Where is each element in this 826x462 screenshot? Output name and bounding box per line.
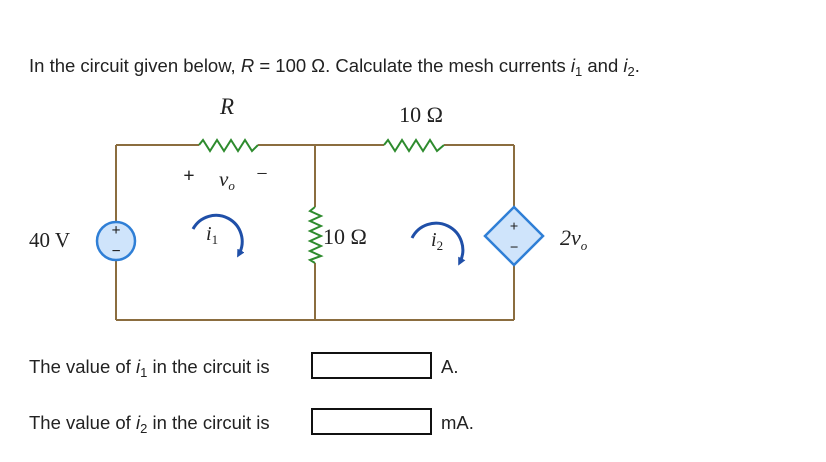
label-dep-sub: o [581,238,588,253]
answer1-var: i [135,356,141,377]
answer-input-i2[interactable] [311,408,432,435]
problem-i2-symbol: i [623,55,628,76]
resistor-10ohm-middle [307,206,324,264]
problem-value-text: = 100 Ω. Calculate the mesh currents [254,55,571,76]
label-40v: 40 V [29,228,70,252]
answer2-sub: 2 [140,421,148,436]
answer1-suffix: in the circuit is [147,356,270,377]
answer-input-i1[interactable] [311,352,432,379]
label-i2: i2 [431,229,443,253]
source-plus-sign: + [111,222,120,239]
label-dependent-2vo: 2vo [560,225,588,253]
problem-i1-symbol: i [570,55,576,76]
problem-i2-sub: 2 [627,64,635,79]
answer1-unit: A. [441,356,459,377]
label-vo-plus: + [183,165,194,187]
label-10ohm-top: 10 Ω [399,102,443,127]
answer2-prefix: The value of [29,412,136,433]
label-i1-main: i [206,223,212,245]
label-vo-main: v [219,167,229,191]
problem-i1-sub: 1 [575,64,583,79]
dep-plus-sign: + [510,219,519,235]
answer1-prefix: The value of [29,356,136,377]
label-vo-sub: o [228,178,235,193]
label-10ohm-mid: 10 Ω [323,224,367,249]
problem-period: . [634,55,640,76]
label-dep-main: 2v [560,225,581,250]
label-i2-main: i [431,229,437,251]
mesh-arrow-i1 [191,213,245,258]
answer2-unit: mA. [441,412,474,433]
resistor-r [198,138,259,153]
source-minus-sign: − [111,243,120,260]
voltage-source-40v [95,220,137,262]
resistor-10ohm-top [383,138,445,153]
label-vo-minus: − [256,163,267,185]
dependent-voltage-source [483,205,545,267]
label-i2-sub: 2 [437,238,444,253]
answer1-sub: 1 [140,365,148,380]
label-vo: vo [219,167,235,193]
circuit-wires [115,144,515,321]
label-i1: i1 [206,223,218,247]
problem-statement: In the circuit given below, R = 100 Ω. C… [29,55,640,79]
label-r: R [219,94,234,119]
problem-r-symbol: R [240,55,255,76]
dep-minus-sign: − [510,240,519,256]
problem-prefix: In the circuit given below, [29,55,241,76]
answer2-suffix: in the circuit is [147,412,270,433]
answer2-var: i [135,412,141,433]
label-i1-sub: 1 [212,232,219,247]
answer-row-i1: The value of i1 in the circuit is [29,356,270,380]
mesh-arrow-i2 [410,221,466,266]
problem-and-text: and [582,55,624,76]
answer-row-i2: The value of i2 in the circuit is [29,412,270,436]
